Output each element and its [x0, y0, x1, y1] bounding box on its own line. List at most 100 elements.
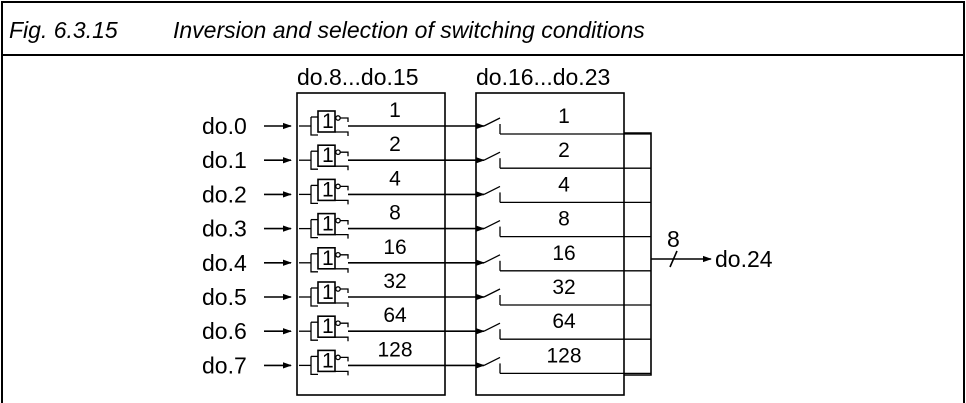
selection-block-header: do.16...do.23: [476, 64, 610, 90]
input-label: do.6: [202, 318, 247, 344]
not-gate-symbol: 1: [322, 213, 334, 236]
input-label: do.2: [202, 181, 247, 207]
weight-label-inversion: 1: [389, 99, 401, 122]
weight-label-selection: 32: [552, 276, 575, 299]
selection-block: [475, 92, 625, 396]
not-gate-symbol: 1: [322, 110, 334, 133]
weight-label-inversion: 32: [383, 270, 406, 293]
gate-bracket: [310, 185, 318, 205]
inversion-bubble: [335, 149, 341, 156]
switch-contact: [483, 254, 501, 264]
signal-row: do.5 1 32 32: [202, 270, 651, 310]
signal-row: do.1 1 2 2: [202, 133, 651, 173]
weight-label-inversion: 64: [383, 304, 407, 327]
not-gate-box: [317, 110, 336, 133]
not-gate-box: [317, 247, 336, 270]
switch-contact: [483, 117, 501, 127]
gate-output-wire: [340, 288, 349, 293]
gate-bracket: [310, 288, 318, 307]
gate-output-wire: [340, 151, 349, 157]
weight-label-inversion: 16: [383, 236, 406, 259]
bus-width-label: 8: [667, 226, 680, 252]
not-gate-symbol: 1: [322, 281, 334, 304]
gate-bypass-wire: [335, 165, 349, 171]
weight-label-selection: 4: [558, 173, 570, 196]
signal-row: do.0 1 1 1: [202, 99, 651, 139]
gate-bracket: [310, 356, 318, 376]
gate-output-wire: [340, 185, 349, 191]
figure-caption-text: Inversion and selection of switching con…: [173, 17, 645, 43]
input-label: do.7: [202, 352, 247, 378]
gate-output-wire: [340, 356, 349, 362]
gate-bracket: [310, 219, 318, 239]
not-gate-box: [317, 212, 336, 236]
weight-label-selection: 1: [558, 105, 570, 128]
gate-bypass-wire: [335, 199, 349, 205]
not-gate-symbol: 1: [322, 315, 334, 338]
gate-bracket: [310, 151, 318, 170]
not-gate-symbol: 1: [322, 247, 334, 270]
gate-output-wire: [340, 322, 349, 328]
switch-contact: [483, 220, 501, 230]
gate-bracket: [310, 117, 318, 136]
weight-label-selection: 8: [558, 208, 570, 231]
gate-output-wire: [340, 254, 349, 259]
gate-bypass-wire: [335, 370, 349, 376]
switch-contact: [483, 288, 501, 298]
switch-contact: [483, 322, 501, 332]
weight-label-selection: 2: [558, 139, 570, 162]
weight-label-inversion: 8: [389, 202, 401, 225]
inversion-bubble: [335, 217, 341, 224]
input-label: do.4: [202, 250, 247, 276]
switch-contact: [483, 151, 501, 161]
signal-row: do.6 1 64 64: [202, 304, 651, 344]
signal-row: do.7 1 128 128: [202, 338, 651, 378]
input-label: do.1: [202, 147, 247, 173]
input-label: do.0: [202, 113, 247, 139]
gate-bypass-wire: [335, 302, 349, 307]
not-gate-box: [317, 349, 336, 373]
not-gate-box: [317, 281, 336, 304]
weight-label-inversion: 4: [389, 167, 401, 190]
not-gate-symbol: 1: [322, 178, 334, 201]
bus-width-slash: [669, 250, 678, 268]
not-gate-box: [317, 315, 336, 339]
combining-bus: [624, 132, 652, 376]
weight-label-inversion: 128: [377, 338, 412, 361]
not-gate-symbol: 1: [322, 349, 334, 372]
switch-contact: [483, 185, 501, 195]
gate-bypass-wire: [335, 233, 349, 239]
input-label: do.5: [202, 284, 247, 310]
gate-bypass-wire: [335, 131, 349, 136]
output-label: do.24: [715, 246, 773, 272]
inversion-bubble: [335, 251, 341, 258]
weight-label-selection: 128: [546, 344, 581, 367]
inversion-block: [296, 92, 446, 396]
inversion-bubble: [335, 320, 341, 327]
weight-label-selection: 64: [552, 310, 576, 333]
inversion-bubble: [335, 354, 341, 361]
gate-bracket: [310, 322, 318, 341]
signal-row: do.2 1 4 4: [202, 167, 651, 207]
inversion-bubble: [335, 286, 341, 292]
not-gate-box: [317, 144, 336, 167]
inversion-block-header: do.8...do.15: [297, 64, 419, 90]
gate-bypass-wire: [335, 268, 349, 273]
signal-row: do.4 1 16 16: [202, 236, 651, 276]
weight-label-inversion: 2: [389, 133, 401, 156]
inversion-bubble: [335, 183, 341, 190]
gate-bracket: [310, 253, 318, 273]
gate-output-wire: [340, 219, 349, 225]
weight-label-selection: 16: [552, 242, 575, 265]
not-gate-box: [317, 178, 336, 202]
gate-output-wire: [340, 117, 349, 122]
not-gate-symbol: 1: [322, 144, 334, 167]
switch-contact: [483, 356, 501, 366]
figure-caption-number: Fig. 6.3.15: [9, 17, 118, 43]
gate-bypass-wire: [335, 336, 349, 342]
